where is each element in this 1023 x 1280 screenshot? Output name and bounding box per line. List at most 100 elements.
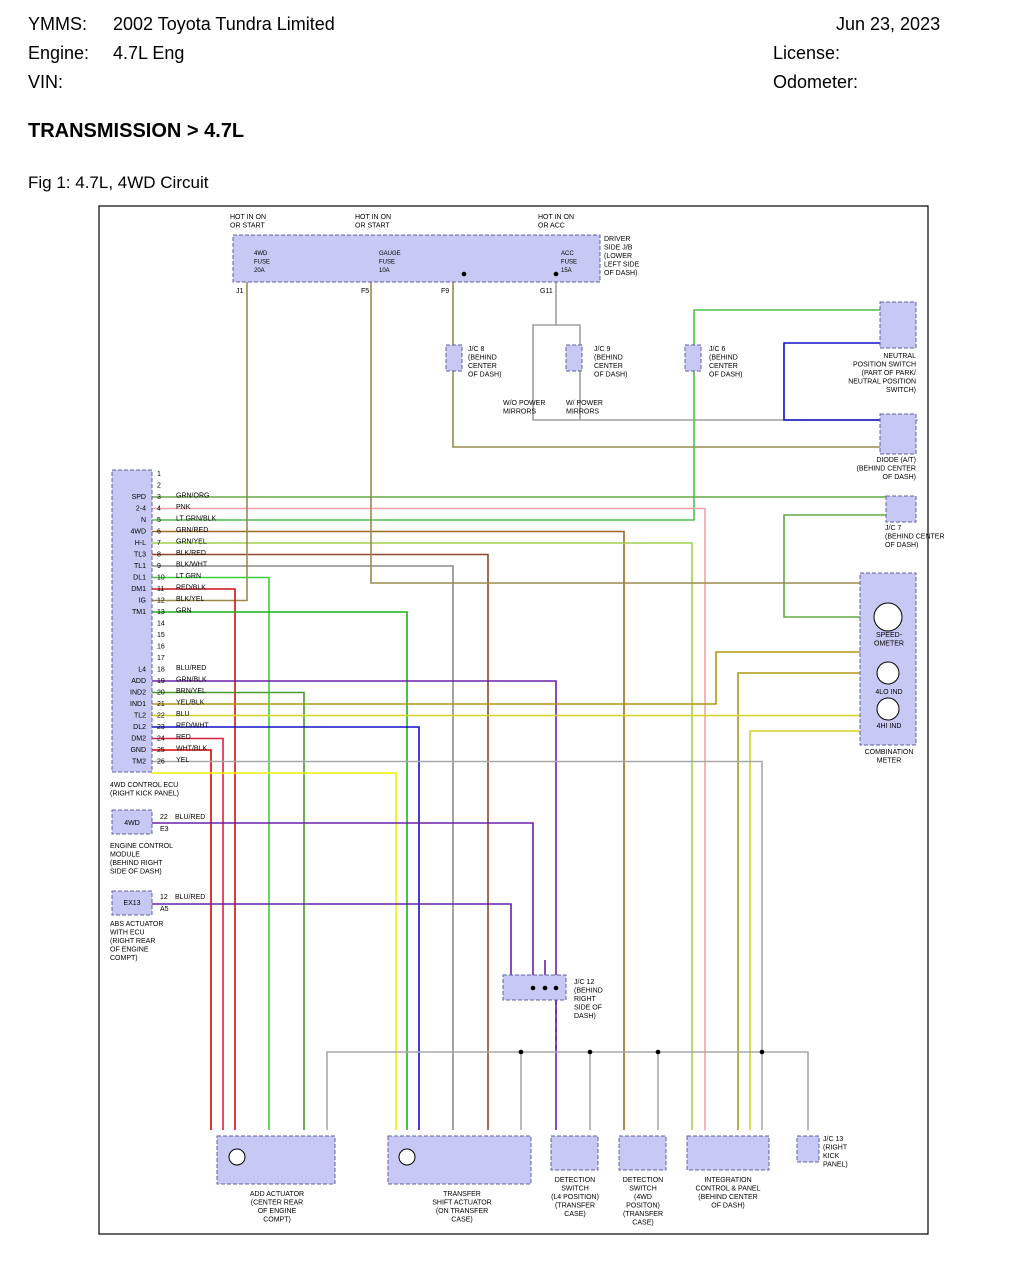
jc9-label-line-2: CENTER: [594, 363, 623, 370]
splice-dot: [461, 271, 467, 277]
ecu-pin-17: 17: [157, 655, 165, 662]
ds2-label-line-4: (TRANSFER: [623, 1211, 663, 1218]
ecu-wire-21: YEL/BLK: [176, 700, 205, 707]
ecu-wire-20: BRN/YEL: [176, 688, 206, 695]
detection-switch-4wd: [618, 1135, 667, 1171]
abs-label-line-4: COMPT): [110, 955, 138, 962]
ds1-label-line-3: (TRANSFER: [555, 1203, 595, 1210]
abs-wire: BLU/RED: [175, 894, 205, 901]
diode-box: [879, 413, 917, 455]
ecu-pin-19: 19: [157, 678, 165, 685]
ecu-signal-9: TL1: [134, 563, 146, 570]
add-actuator-label-line-2: OF ENGINE: [258, 1208, 297, 1215]
ecm-conn: E3: [160, 826, 169, 833]
jc6-label-line-2: CENTER: [709, 363, 738, 370]
splice-dot: [530, 985, 536, 991]
ecu-signal-7: H-L: [135, 540, 146, 547]
jb-label-line-3: LEFT SIDE: [604, 262, 640, 269]
jc9-label-line-0: J/C 9: [594, 346, 610, 353]
blk-yel-meter-wire: [370, 281, 860, 584]
ecm-box: [111, 809, 153, 835]
tsa-label-line-3: CASE): [451, 1217, 472, 1224]
jb-label-line-0: DRIVER: [604, 236, 630, 243]
ecu-pin-2: 2: [157, 483, 161, 490]
jc12-label-line-0: J/C 12: [574, 979, 594, 986]
mirrors-wo-line-1: MIRRORS: [503, 409, 536, 416]
fuse-4wd-line-0: 4WD: [254, 251, 268, 257]
tsa-label-line-2: (ON TRANSFER: [436, 1208, 488, 1215]
jc7-label-line-1: (BEHIND CENTER: [885, 534, 945, 541]
hot-label-3-line-0: HOT IN ON: [538, 214, 574, 221]
detection-switch-l4: [550, 1135, 599, 1171]
jb-label-line-4: OF DASH): [604, 270, 637, 277]
jc8-box: [445, 344, 463, 372]
diagram-frame: [98, 205, 929, 1235]
ecm-label-line-1: MODULE: [110, 852, 140, 859]
ecu-signal-5: N: [141, 517, 146, 524]
ds2-label-line-2: (4WD: [634, 1194, 652, 1201]
4lo-lamp-icon: [876, 661, 900, 685]
ecu-wire-25: WHT/BLK: [176, 746, 207, 753]
add-actuator-label-line-0: ADD ACTUATOR: [250, 1191, 304, 1198]
ecu-4wd-box: [111, 469, 153, 773]
ecu-signal-24: DM2: [131, 736, 146, 743]
jc8-label-line-0: J/C 8: [468, 346, 484, 353]
tsa-label-line-0: TRANSFER: [443, 1191, 481, 1198]
ecu-signal-11: DM1: [131, 586, 146, 593]
neutral-switch-label-line-1: POSITION SWITCH: [853, 362, 916, 369]
wht-blk-ground-bus-wire: [326, 1051, 809, 1130]
hot-label-2-line-1: OR START: [355, 223, 390, 230]
ecu-wire-26: YEL: [176, 757, 189, 764]
grn-red-wire: [152, 530, 625, 1130]
hot-label-1-line-0: HOT IN ON: [230, 214, 266, 221]
gry-alt-wire: [556, 324, 581, 420]
jc8-label-line-1: (BEHIND: [468, 355, 497, 362]
red-blk-wire: [152, 588, 236, 1130]
ds2-label-line-0: DETECTION: [623, 1177, 663, 1184]
fuse-4wd-line-1: FUSE: [254, 260, 270, 266]
ecu-signal-13: TM1: [132, 609, 146, 616]
neutral-switch-label-line-0: NEUTRAL: [883, 353, 916, 360]
diode-label-line-1: (BEHIND CENTER: [856, 466, 916, 473]
ecu-pin-13: 13: [157, 609, 165, 616]
grn-wire: [152, 611, 408, 1130]
fuse-acc-line-1: FUSE: [561, 260, 577, 266]
mirrors-wo-line-0: W/O POWER: [503, 400, 545, 407]
grn-yel-wire: [152, 542, 693, 1130]
icp-label-line-1: CONTROL & PANEL: [696, 1186, 761, 1193]
ecu-pin-25: 25: [157, 747, 165, 754]
diode-label-line-2: OF DASH): [883, 474, 916, 481]
mirrors-w-line-1: MIRRORS: [566, 409, 599, 416]
abs-pin: 12: [160, 894, 168, 901]
ecu-signal-23: DL2: [133, 724, 146, 731]
ecu-wire-23: RED/WHT: [176, 723, 209, 730]
blu-red-ecm-wire: [152, 822, 534, 975]
jb-label-line-2: (LOWER: [604, 253, 632, 260]
blu-red-l4-wire: [152, 680, 557, 1130]
ds2-label-line-3: POSITON): [626, 1203, 660, 1210]
motor-icon: [228, 1148, 246, 1166]
ecm-pin: 22: [160, 814, 168, 821]
ymms-value: 2002 Toyota Tundra Limited: [113, 14, 335, 34]
ecu-pin-22: 22: [157, 713, 165, 720]
speedometer-label-line-0: SPEED-: [876, 632, 903, 639]
jc13-label-line-3: PANEL): [823, 1162, 848, 1169]
abs-label-line-0: ABS ACTUATOR: [110, 921, 163, 928]
ecu-signal-6: 4WD: [130, 529, 146, 536]
ecu-wire-12: BLK/YEL: [176, 596, 205, 603]
ecu-wire-13: GRN: [176, 608, 192, 615]
tsa-label-line-1: SHIFT ACTUATOR: [432, 1200, 492, 1207]
blk-yel-ig-wire: [152, 281, 248, 602]
jb-pin-3: G11: [540, 288, 553, 295]
ecu-signal-3: SPD: [132, 494, 146, 501]
yel-wire: [152, 772, 397, 1130]
fuse-acc-line-0: ACC: [561, 251, 574, 257]
figure-caption: Fig 1: 4.7L, 4WD Circuit: [28, 173, 209, 192]
jc12-label-line-2: RIGHT: [574, 996, 597, 1003]
ecu-pin-14: 14: [157, 621, 165, 628]
ecu-signal-21: IND1: [130, 701, 146, 708]
ecu-signal-20: IND2: [130, 690, 146, 697]
jc13-label-line-0: J/C 13: [823, 1136, 843, 1143]
diode-label-line-0: DIODE (A/T): [876, 457, 916, 464]
